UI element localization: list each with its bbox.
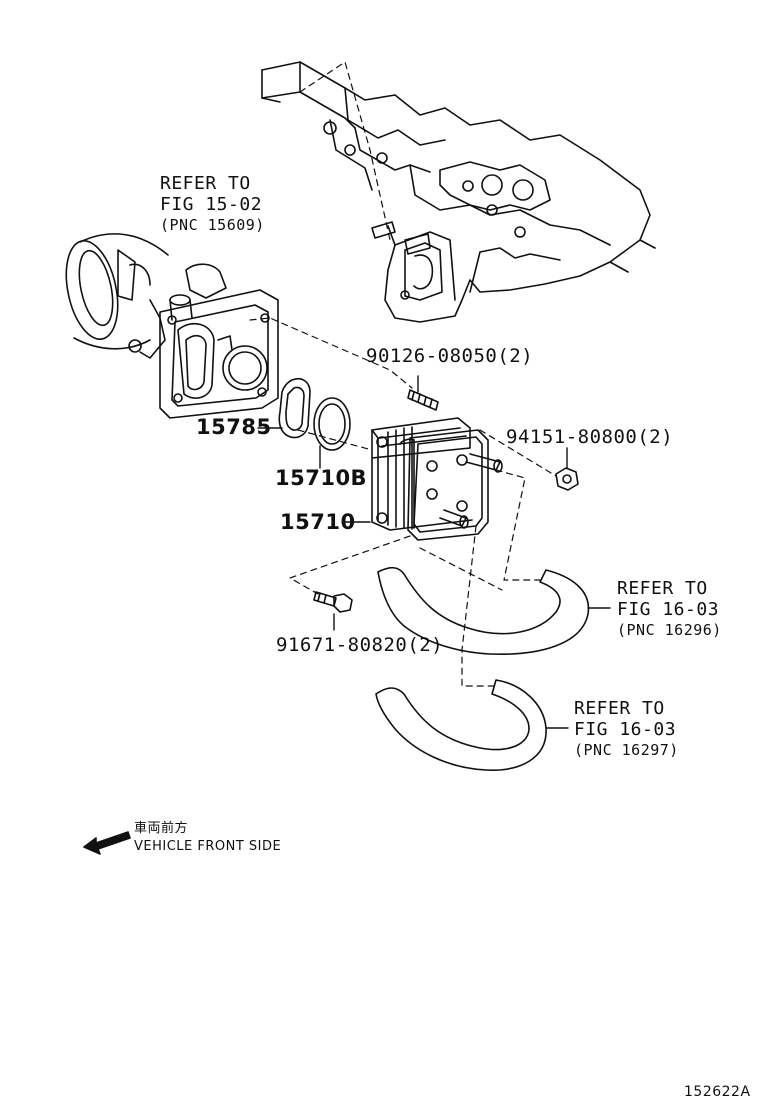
bolt-drawing	[313, 591, 353, 613]
reference-line: FIG 16-03	[617, 599, 720, 620]
direction-english: VEHICLE FRONT SIDE	[134, 839, 282, 854]
callout-94151: 94151-80800(2)	[506, 426, 674, 448]
reference-note-lower: REFER TO FIG 16-03 (PNC 16297)	[574, 698, 679, 761]
reference-pnc: (PNC 16296)	[617, 621, 722, 639]
reference-line: REFER TO	[160, 173, 251, 194]
stud-bolt-drawing	[407, 389, 439, 411]
reference-line: FIG 16-03	[574, 719, 677, 740]
leader-lines	[257, 375, 611, 729]
figure-id: 152622A	[684, 1084, 751, 1100]
direction-legend: 車両前方 VEHICLE FRONT SIDE	[134, 820, 281, 856]
nut-drawing	[555, 467, 579, 491]
reference-pnc: (PNC 16297)	[574, 741, 679, 759]
callout-91671: 91671-80820(2)	[276, 634, 444, 656]
hose-lower-drawing	[375, 679, 547, 771]
hose-upper-drawing	[377, 566, 590, 656]
assembly-dashed-lines	[249, 61, 557, 687]
callout-90126: 90126-08050(2)	[366, 345, 534, 367]
oil-cooler-drawing	[371, 417, 503, 541]
reference-pnc: (PNC 15609)	[160, 216, 265, 234]
front-arrow-icon	[83, 831, 131, 855]
callout-15710: 15710	[280, 510, 356, 534]
engine-block-drawing	[261, 61, 656, 323]
reference-note-middle: REFER TO FIG 16-03 (PNC 16296)	[617, 578, 722, 641]
oil-filter-bracket-drawing	[65, 233, 279, 419]
direction-japanese: 車両前方	[134, 821, 189, 836]
reference-line: REFER TO	[574, 698, 665, 719]
callout-15785: 15785	[196, 415, 272, 439]
o-ring-gaskets-drawing	[278, 377, 351, 451]
reference-line: REFER TO	[617, 578, 708, 599]
reference-note-top: REFER TO FIG 15-02 (PNC 15609)	[160, 173, 265, 236]
callout-15710b: 15710B	[275, 466, 368, 490]
reference-line: FIG 15-02	[160, 194, 263, 215]
